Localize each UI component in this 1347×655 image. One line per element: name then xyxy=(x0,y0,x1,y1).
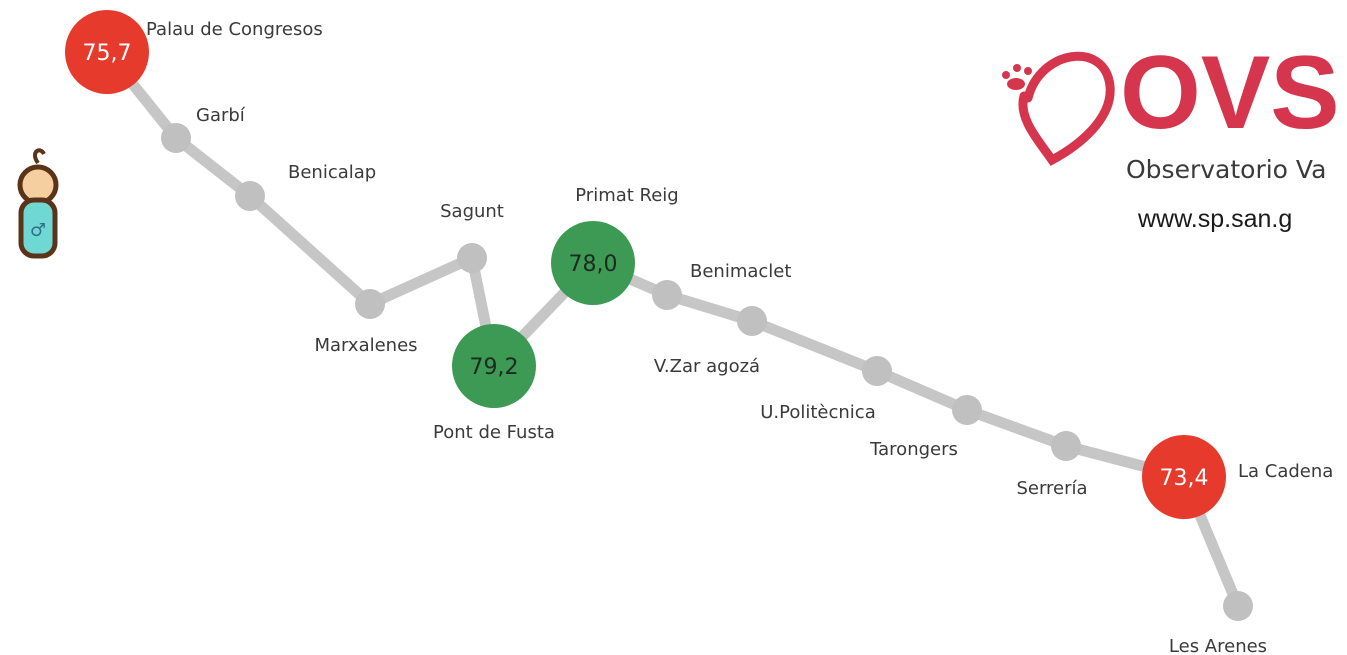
stop-value-la-cadena: 73,4 xyxy=(1160,466,1209,491)
male-symbol-icon: ♂ xyxy=(30,220,46,241)
stop-label-garbi: Garbí xyxy=(196,105,246,126)
stop-label-tarongers: Tarongers xyxy=(869,439,958,460)
heart-paw-logo xyxy=(1002,51,1115,166)
baby-male-icon: ♂ xyxy=(17,148,59,259)
stop-marker-pont-de-fusta xyxy=(452,324,536,408)
route-polyline xyxy=(101,46,1244,612)
stop-label-palau-de-congresos: Palau de Congresos xyxy=(146,19,323,40)
stop-marker-sagunt xyxy=(457,243,487,273)
stop-marker-v-zaragoza xyxy=(737,306,767,336)
stop-marker-garbi xyxy=(161,123,191,153)
logo-url[interactable]: www.sp.san.g xyxy=(1137,205,1292,233)
stop-marker-benimaclet xyxy=(652,280,682,310)
stop-marker-marxalenes xyxy=(355,289,385,319)
stop-label-la-cadena: La Cadena xyxy=(1238,461,1333,482)
stop-label-les-arenes: Les Arenes xyxy=(1169,636,1267,655)
stop-label-pont-de-fusta: Pont de Fusta xyxy=(433,422,555,443)
stop-marker-palau-de-congresos xyxy=(65,10,149,94)
stop-marker-benicalap xyxy=(235,181,265,211)
stop-value-pont-de-fusta: 79,2 xyxy=(470,355,519,380)
stop-marker-u-politecnica xyxy=(862,356,892,386)
ovs-logo: OVS Observatorio Va www.sp.san.g xyxy=(1002,35,1340,233)
stop-label-marxalenes: Marxalenes xyxy=(314,335,417,356)
stop-value-primat-reig: 78,0 xyxy=(569,252,618,277)
stop-label-serreria: Serrería xyxy=(1016,478,1087,499)
stop-marker-les-arenes xyxy=(1223,591,1253,621)
stop-label-sagunt: Sagunt xyxy=(440,201,504,222)
stop-marker-tarongers xyxy=(952,395,982,425)
stop-marker-serreria xyxy=(1051,431,1081,461)
stop-marker-primat-reig xyxy=(551,221,635,305)
stop-marker-la-cadena xyxy=(1142,435,1226,519)
stop-label-benicalap: Benicalap xyxy=(288,162,376,183)
stop-labels-layer: Palau de CongresosGarbíBenicalapMarxalen… xyxy=(146,19,1333,655)
stops-layer: 75,7 79,2 78,0 73,4 xyxy=(65,10,1253,621)
stop-label-u-politecnica: U.Politècnica xyxy=(760,402,876,423)
stop-value-palau-de-congresos: 75,7 xyxy=(83,41,132,66)
stop-label-primat-reig: Primat Reig xyxy=(575,185,678,206)
stop-label-benimaclet: Benimaclet xyxy=(690,261,791,282)
logo-subtitle: Observatorio Va xyxy=(1126,155,1326,184)
stop-label-v-zaragoza: V.Zar agozá xyxy=(654,356,760,377)
logo-wordmark: OVS xyxy=(1120,35,1340,151)
route-line xyxy=(101,46,1244,612)
